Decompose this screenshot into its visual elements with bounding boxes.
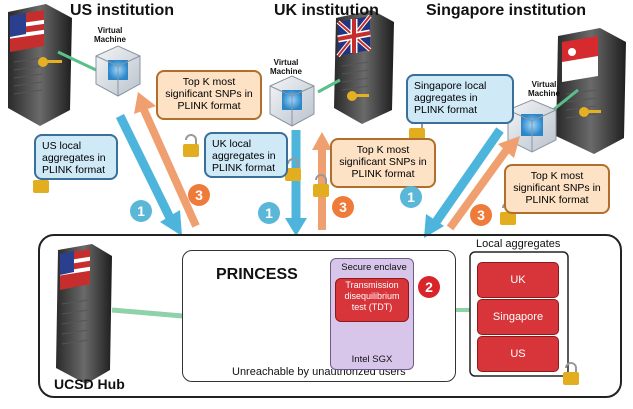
aggregate-item-uk: UK — [477, 262, 559, 298]
uk-top-k-box: Top K most significant SNPs in PLINK for… — [330, 138, 436, 188]
local-aggregates-title: Local aggregates — [476, 238, 561, 250]
uk-vm-label: Virtual Machine — [269, 58, 302, 76]
uk-topk-padlock-icon — [313, 174, 329, 197]
uk-link-line — [317, 78, 341, 94]
intel-sgx-label: Intel SGX — [351, 354, 393, 365]
us-top-k-box: Top K most significant SNPs in PLINK for… — [156, 70, 262, 120]
uk-institution-title: UK institution — [274, 2, 379, 19]
secure-enclave-title: Secure enclave — [341, 262, 407, 273]
us-vm-label: Virtual Machine — [93, 26, 126, 44]
singapore-step-3-badge: 3 — [470, 204, 492, 226]
aggregate-item-singapore: Singapore — [477, 299, 559, 335]
aggregates-padlock-icon — [563, 362, 579, 385]
ucsd-hub-frame — [38, 234, 622, 398]
singapore-vm-cube-icon — [507, 99, 557, 153]
princess-title: PRINCESS — [216, 266, 298, 283]
us-step-1-badge: 1 — [130, 200, 152, 222]
singapore-top-k-box: Top K most significant SNPs in PLINK for… — [504, 164, 610, 214]
uk-server-icon — [334, 10, 394, 124]
uk-download-arrow — [312, 132, 332, 230]
us-local-aggregates-box: US local aggregates in PLINK format — [34, 134, 118, 180]
singapore-upload-arrow — [424, 127, 504, 238]
aggregate-item-us: US — [477, 336, 559, 372]
uk-step-3-badge: 3 — [332, 196, 354, 218]
us-institution-title: US institution — [70, 2, 174, 19]
uk-key-icon — [347, 91, 369, 101]
uk-upload-arrow — [285, 130, 307, 236]
us-download-arrow — [134, 92, 200, 228]
us-topk-padlock-icon — [183, 134, 199, 157]
step-2-badge: 2 — [418, 276, 440, 298]
singapore-institution-title: Singapore institution — [426, 2, 586, 19]
singapore-key-icon — [579, 107, 601, 117]
tdt-box: Transmission disequilibrium test (TDT) — [335, 278, 409, 322]
us-vm-cube-icon — [95, 45, 141, 97]
singapore-local-aggregates-box: Singapore local aggregates in PLINK form… — [406, 74, 514, 124]
ucsd-hub-label: UCSD Hub — [54, 376, 125, 392]
singapore-server-icon — [556, 28, 626, 154]
us-upload-arrow — [115, 114, 182, 236]
uk-padlock-icon — [285, 158, 301, 181]
singapore-download-arrow — [446, 136, 520, 231]
singapore-step-1-badge: 1 — [400, 186, 422, 208]
us-link-line — [57, 50, 97, 72]
uk-vm-cube-icon — [269, 75, 315, 127]
uk-step-1-badge: 1 — [258, 202, 280, 224]
hub-server-icon — [56, 244, 112, 384]
us-step-3-badge: 3 — [188, 184, 210, 206]
us-key-icon — [38, 57, 62, 67]
uk-local-aggregates-box: UK local aggregates in PLINK format — [204, 132, 288, 178]
singapore-vm-label: Virtual Machine — [527, 80, 560, 98]
